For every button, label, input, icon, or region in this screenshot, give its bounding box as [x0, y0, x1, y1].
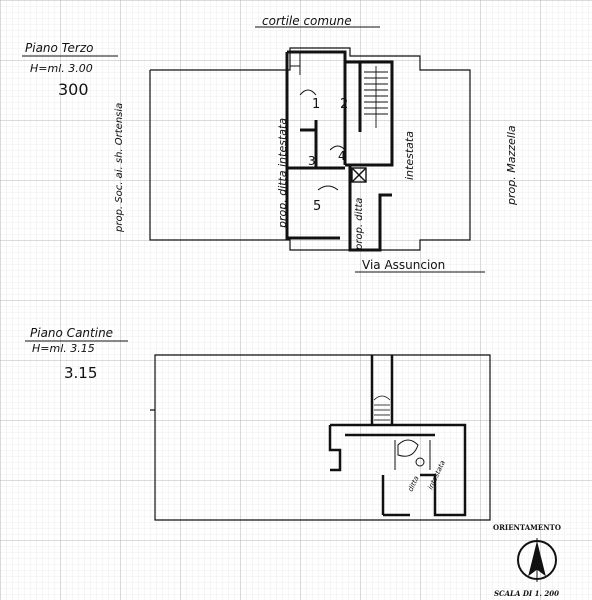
scale-label: SCALA DI 1. 200 — [494, 589, 559, 598]
top-floor-labels: Piano Terzo H=ml. 3.00 300 cortile comun… — [22, 14, 518, 272]
cellar-stair-shaft — [370, 355, 394, 425]
cellar-unit-walls — [328, 423, 467, 517]
room-number-4: 4 — [338, 149, 346, 163]
orientation-label: ORIENTAMENTO — [493, 523, 561, 532]
cellar-details — [394, 439, 431, 470]
cellar-outline — [150, 354, 491, 521]
room-number-2: 2 — [340, 97, 348, 112]
room-number-5: 5 — [313, 199, 321, 214]
top-stairs — [364, 66, 388, 128]
top-floor-plan — [149, 47, 485, 273]
top-elevator — [351, 167, 367, 183]
room-number-3: 3 — [308, 154, 316, 168]
top-unit-walls — [285, 50, 394, 252]
top-floor-outline — [149, 47, 471, 251]
top-floor-height-number: 300 — [58, 80, 89, 99]
cellar-floor-title: Piano Cantine — [30, 326, 113, 340]
label-prop-ditta: prop. ditta — [354, 198, 365, 251]
label-prop-ditta-intestata: prop. ditta intestata — [276, 118, 289, 229]
cellar-floor-height-number: 3.15 — [64, 364, 97, 382]
cellar-floor-plan — [150, 354, 491, 521]
room-number-1: 1 — [312, 97, 320, 112]
top-floor-title: Piano Terzo — [25, 41, 94, 55]
top-unit-details — [290, 52, 346, 191]
west-label: prop. Soc. ai. sh. Ortensia — [114, 103, 125, 233]
cellar-floor-height-label: H=ml. 3.15 — [32, 342, 95, 355]
top-floor-height-label: H=ml. 3.00 — [30, 62, 93, 75]
cellar-stairs — [373, 395, 391, 421]
north-arrow-icon — [517, 538, 557, 582]
orientation-legend: ORIENTAMENTO SCALA DI 1. 200 — [493, 523, 561, 598]
north-label: cortile comune — [262, 14, 352, 28]
east-label: prop. Mazzella — [505, 125, 518, 206]
label-intestata-right: intestata — [403, 131, 416, 180]
south-label: Via Assuncion — [362, 258, 445, 272]
